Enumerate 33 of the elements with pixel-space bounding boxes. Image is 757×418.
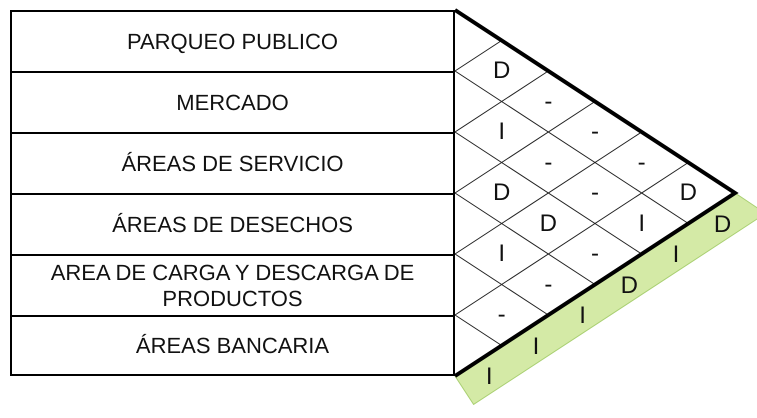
row-label-box	[10, 254, 455, 317]
relation-code: -	[591, 119, 599, 145]
relation-code: I	[638, 210, 645, 236]
band-code: I	[672, 242, 680, 268]
row-label-box	[10, 71, 455, 134]
relation-code: -	[544, 88, 552, 114]
row-label: MERCADO	[176, 90, 289, 116]
row-label: ÁREAS DE SERVICIO	[121, 150, 344, 176]
relation-code: -	[498, 302, 506, 328]
row-label-box	[10, 193, 455, 256]
relation-code: D	[680, 180, 697, 206]
row-label: AREA DE CARGA Y DESCARGA DE PRODUCTOS	[50, 260, 416, 312]
relation-code: -	[544, 272, 552, 298]
band-code: I	[532, 334, 540, 360]
band-code: D	[714, 212, 732, 238]
relation-code: -	[544, 150, 552, 176]
row-label: PARQUEO PUBLICO	[126, 28, 338, 54]
row-label-box	[10, 315, 455, 376]
relation-code: I	[498, 241, 505, 267]
row-label: ÁREAS DE DESECHOS	[112, 212, 353, 238]
row-label: ÁREAS BANCARIA	[136, 332, 330, 358]
relation-code: -	[591, 241, 599, 267]
relation-code: D	[492, 58, 510, 84]
band-code: D	[620, 272, 638, 299]
relation-code: I	[498, 119, 505, 145]
band-code: I	[579, 303, 586, 330]
band-code: I	[486, 364, 493, 390]
row-label-box	[10, 10, 455, 73]
relation-code: -	[638, 150, 646, 176]
row-label-box	[10, 132, 455, 195]
relation-code: D	[540, 210, 557, 236]
relation-code: D	[492, 180, 510, 206]
relation-code: -	[591, 180, 599, 206]
